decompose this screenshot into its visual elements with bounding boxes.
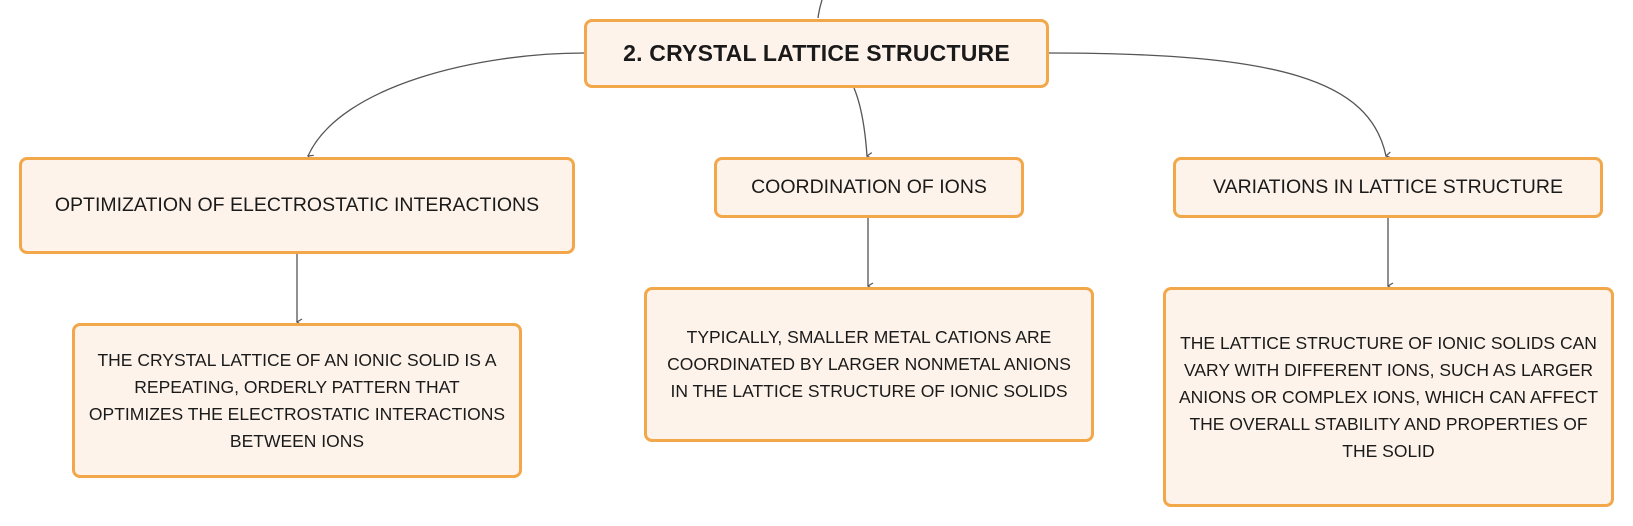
root-node[interactable]: 2. CRYSTAL LATTICE STRUCTURE <box>584 19 1049 88</box>
branch-node-optimization-label: OPTIMIZATION OF ELECTROSTATIC INTERACTIO… <box>54 194 540 216</box>
connector-root-to-coordination <box>853 87 873 160</box>
root-node-label: 2. CRYSTAL LATTICE STRUCTURE <box>623 40 1010 66</box>
detail-node-coordination[interactable]: TYPICALLY, SMALLER METAL CATIONS ARE COO… <box>644 287 1094 442</box>
branch-node-variations[interactable]: VARIATIONS IN LATTICE STRUCTURE <box>1173 157 1603 218</box>
detail-node-optimization[interactable]: THE CRYSTAL LATTICE OF AN IONIC SOLID IS… <box>72 323 522 478</box>
branch-node-optimization[interactable]: OPTIMIZATION OF ELECTROSTATIC INTERACTIO… <box>19 157 575 254</box>
detail-node-variations-text: THE LATTICE STRUCTURE OF IONIC SOLIDS CA… <box>1178 332 1599 461</box>
detail-node-optimization-text: THE CRYSTAL LATTICE OF AN IONIC SOLID IS… <box>88 349 506 451</box>
connector-root-to-optimization <box>306 52 585 162</box>
branch-node-variations-label: VARIATIONS IN LATTICE STRUCTURE <box>1213 176 1563 198</box>
branch-node-coordination[interactable]: COORDINATION OF IONS <box>714 157 1024 218</box>
detail-node-variations[interactable]: THE LATTICE STRUCTURE OF IONIC SOLIDS CA… <box>1163 287 1614 507</box>
branch-node-coordination-label: COORDINATION OF IONS <box>751 176 987 198</box>
connector-parent-to-root <box>817 0 823 19</box>
connector-root-to-variations <box>1048 52 1392 159</box>
detail-node-coordination-text: TYPICALLY, SMALLER METAL CATIONS ARE COO… <box>667 327 1071 401</box>
